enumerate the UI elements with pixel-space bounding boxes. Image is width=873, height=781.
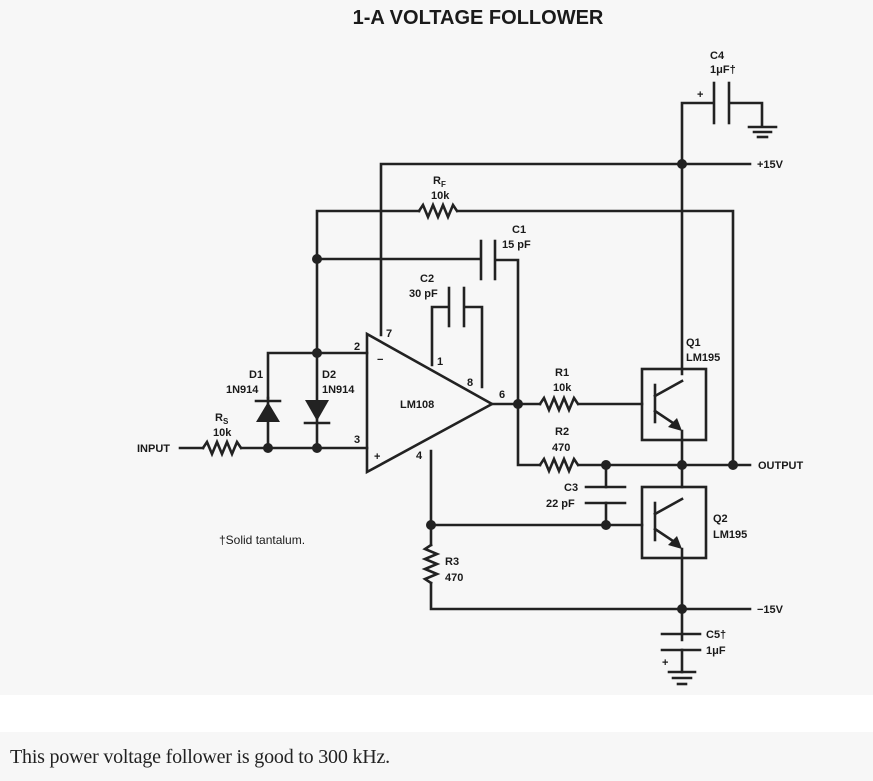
q1-value: LM195 xyxy=(686,352,720,364)
svg-text:4: 4 xyxy=(416,450,423,462)
q2-ref: Q2 xyxy=(713,513,728,525)
d2-ref: D2 xyxy=(322,369,336,381)
opamp-lm108: LM108 − + 2 3 7 4 1 8 6 xyxy=(354,328,505,475)
r3-value: 470 xyxy=(445,572,463,584)
d2-value: 1N914 xyxy=(322,384,355,396)
c1-ref: C1 xyxy=(512,224,526,236)
capacitor-c3: C3 22 pF xyxy=(546,463,627,527)
rs-value: 10k xyxy=(213,427,232,439)
footnote: †Solid tantalum. xyxy=(219,533,305,547)
svg-text:1: 1 xyxy=(437,356,443,368)
svg-text:−: − xyxy=(377,354,383,366)
q1-ref: Q1 xyxy=(686,337,701,349)
input-label: INPUT xyxy=(137,443,170,455)
svg-text:+: + xyxy=(662,657,668,669)
c1-value: 15 pF xyxy=(502,239,531,251)
opamp-name: LM108 xyxy=(400,399,434,411)
r2-value: 470 xyxy=(552,442,570,454)
r2-ref: R2 xyxy=(555,426,569,438)
rf-value: 10k xyxy=(431,190,450,202)
diode-d1: D1 1N914 xyxy=(226,369,282,450)
c3-ref: C3 xyxy=(564,482,578,494)
transistor-q1: Q1 LM195 xyxy=(640,162,720,489)
c5-value: 1μF xyxy=(706,645,726,657)
capacitor-c4: + C4 1μF† xyxy=(680,50,778,166)
capacitor-c1: C1 15 pF xyxy=(312,224,531,406)
transistor-q2: Q2 LM195 xyxy=(426,485,747,642)
spacer xyxy=(0,695,873,732)
r1-value: 10k xyxy=(553,382,572,394)
diode-d2: D2 1N914 xyxy=(303,351,355,450)
svg-text:7: 7 xyxy=(386,328,392,340)
c2-ref: C2 xyxy=(420,273,434,285)
svg-text:3: 3 xyxy=(354,434,360,446)
c4-value: 1μF† xyxy=(710,64,736,76)
q2-value: LM195 xyxy=(713,529,747,541)
ground-icon xyxy=(667,670,697,686)
svg-text:+: + xyxy=(374,451,380,463)
svg-text:6: 6 xyxy=(499,389,505,401)
input-network: INPUT RS 10k xyxy=(137,257,369,458)
r1-ref: R1 xyxy=(555,367,569,379)
c5-ref: C5† xyxy=(706,629,726,641)
negative-rail-label: −15V xyxy=(757,604,784,616)
capacitor-c2: C2 30 pF xyxy=(409,273,484,389)
rf-ref: RF xyxy=(433,175,446,189)
schematic-figure: 1-A VOLTAGE FOLLOWER +15V + C4 1μF† RF 1… xyxy=(137,7,804,686)
circuit-schematic: 1-A VOLTAGE FOLLOWER +15V + C4 1μF† RF 1… xyxy=(137,7,804,686)
resistor-rf: RF 10k xyxy=(315,175,735,467)
svg-text:+: + xyxy=(697,89,703,101)
c2-value: 30 pF xyxy=(409,288,438,300)
resistor-r1: R1 10k xyxy=(490,367,644,414)
output-label: OUTPUT xyxy=(758,460,804,472)
r3-ref: R3 xyxy=(445,556,459,568)
c3-value: 22 pF xyxy=(546,498,575,510)
caption-area: This power voltage follower is good to 3… xyxy=(0,732,873,781)
capacitor-c5: + C5† 1μF xyxy=(660,629,726,686)
ground-icon xyxy=(747,125,778,139)
rs-ref: RS xyxy=(215,412,229,426)
svg-text:8: 8 xyxy=(467,377,473,389)
d1-ref: D1 xyxy=(249,369,263,381)
d1-value: 1N914 xyxy=(226,384,259,396)
svg-text:2: 2 xyxy=(354,341,360,353)
positive-rail-label: +15V xyxy=(757,159,784,171)
c4-ref: C4 xyxy=(710,50,725,62)
figure-title: 1-A VOLTAGE FOLLOWER xyxy=(353,7,604,29)
figure-caption: This power voltage follower is good to 3… xyxy=(10,746,390,768)
resistor-r3: R3 470 −15V xyxy=(421,449,784,616)
